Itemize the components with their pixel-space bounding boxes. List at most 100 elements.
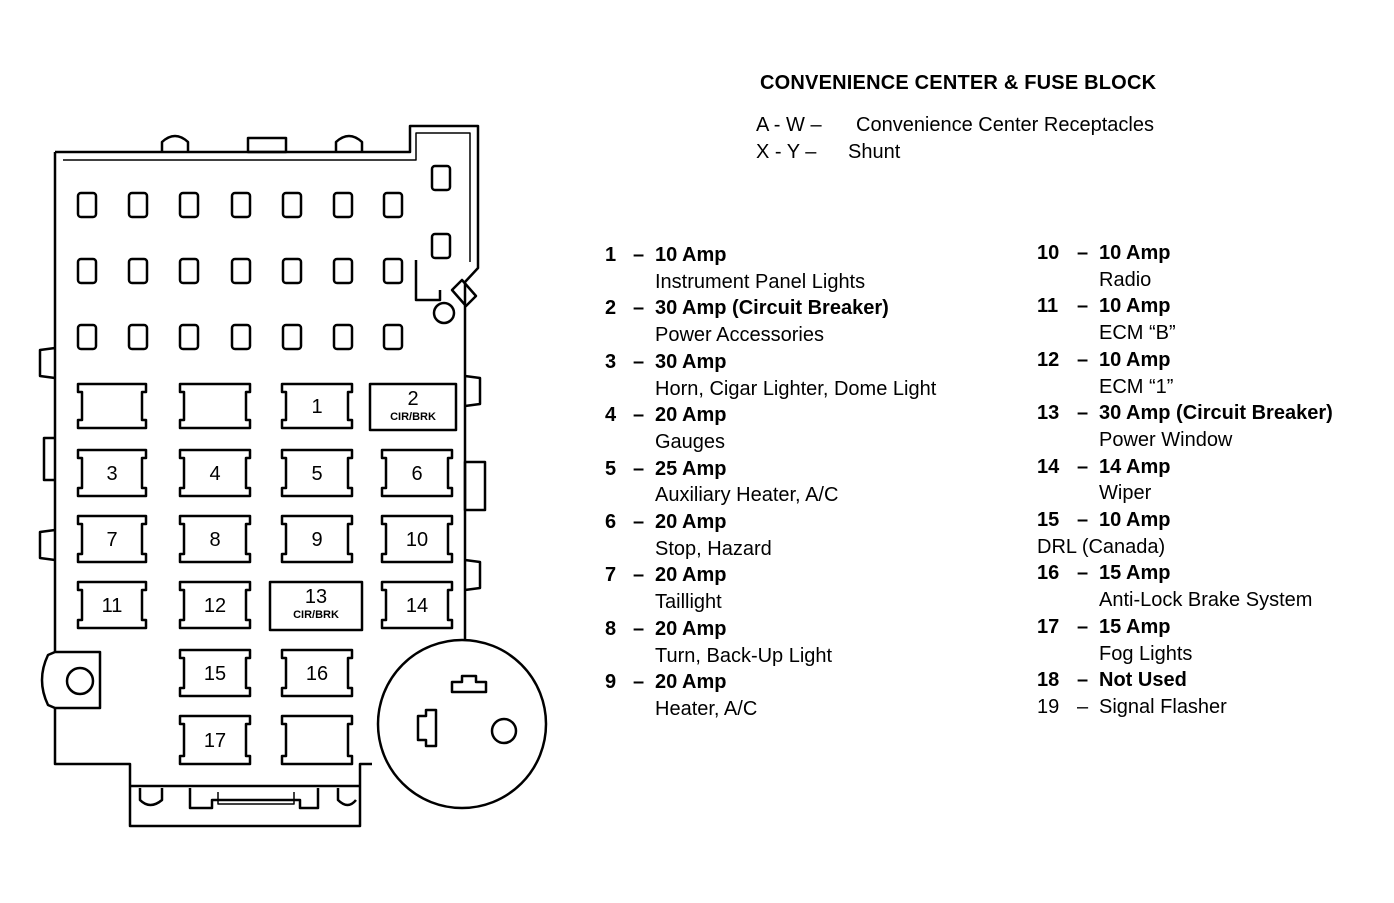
fuse-slot-7: 7 — [76, 514, 148, 564]
fuse-rating: 10 Amp — [1099, 509, 1171, 532]
fuse-slot-outline — [76, 448, 148, 498]
fuse-number: 15 — [1037, 509, 1060, 532]
fuse-number: 1 — [605, 244, 617, 266]
fuse-rating: 14 Amp — [1099, 455, 1171, 478]
fuse-circuit-description: Anti-Lock Brake System — [1099, 589, 1313, 612]
fuse-rating: 20 Amp — [655, 564, 727, 587]
legend-code: X - Y – — [756, 141, 817, 163]
fuse-slot-empty-1 — [76, 382, 148, 430]
fuse-number: 3 — [605, 350, 617, 373]
fuse-entry-heading: 12–10 Amp — [1037, 347, 1333, 374]
fuse-number: 6 — [605, 511, 617, 534]
socket-terminal-top — [450, 674, 488, 694]
receptacle-top-1 — [430, 164, 452, 192]
breaker-label: CIR/BRK — [293, 609, 339, 621]
fuse-rating: 10 Amp — [1099, 295, 1171, 318]
fuse-slot-number: 15 — [204, 663, 226, 685]
fuse-slot-number: 14 — [406, 595, 428, 617]
fuse-slot-3: 3 — [76, 448, 148, 498]
left-clip-2 — [42, 436, 55, 482]
fuse-circuit-description: Power Accessories — [655, 324, 824, 347]
fuse-circuit-description: Turn, Back-Up Light — [655, 644, 833, 667]
fuse-entry-heading: 17–15 Amp — [1037, 614, 1333, 641]
fuse-rating: 10 Amp — [1099, 348, 1171, 371]
fuse-circuit-description: Auxiliary Heater, A/C — [655, 484, 839, 507]
fuse-circuit-description: Horn, Cigar Lighter, Dome Light — [655, 377, 937, 400]
fuse-number: 11 — [1037, 295, 1059, 318]
fuse-entry-heading: 16–15 Amp — [1037, 560, 1333, 587]
fuse-slot-outline — [178, 580, 252, 630]
right-mounting-hole — [432, 301, 456, 325]
fuse-circuit-description: Gauges — [655, 430, 726, 453]
fuse-slot-number: 1 — [311, 396, 322, 418]
socket-terminal-right — [490, 717, 518, 745]
fuse-slot-outline — [380, 448, 454, 498]
fuse-slot-outline — [178, 514, 252, 564]
fuse-number: 17 — [1037, 615, 1060, 638]
bottom-connector-inner — [217, 792, 295, 805]
fuse-slot-15: 15 — [178, 648, 252, 698]
legend-text: Convenience Center Receptacles — [856, 114, 1154, 136]
fuse-slot-10: 10 — [380, 514, 454, 564]
fuse-entry-heading: 5–25 Amp — [605, 456, 936, 483]
fuse-slot-1: 1 — [280, 382, 354, 430]
fuse-slot-number: 13 — [305, 586, 327, 608]
fuse-rating: 25 Amp — [655, 457, 727, 480]
fuse-slot-4: 4 — [178, 448, 252, 498]
fuse-rating: 10 Amp — [1099, 242, 1171, 264]
fuse-slot-outline — [380, 580, 454, 630]
fuse-rating: 15 Amp — [1099, 562, 1171, 585]
fuse-circuit-description: Power Window — [1099, 428, 1233, 451]
fuse-slot-9: 9 — [280, 514, 354, 564]
fuse-entry-heading: 4–20 Amp — [605, 402, 936, 429]
fuse-slot-empty-2 — [178, 382, 252, 430]
fuse-slot-number: 17 — [204, 730, 226, 752]
fuse-entry-13: 13–30 Amp (Circuit Breaker)Power Window — [1037, 400, 1333, 453]
latch-tab — [450, 278, 478, 308]
fuse-entry-18: 18–Not Used — [1037, 667, 1333, 694]
fuse-entry-heading: 2–30 Amp (Circuit Breaker) — [605, 295, 936, 322]
fuse-rating: Signal Flasher — [1099, 695, 1227, 718]
fuse-slot-outline — [268, 580, 364, 632]
fuse-slot-6: 6 — [380, 448, 454, 498]
top-tab-left — [160, 134, 190, 152]
fuse-circuit-description: Stop, Hazard — [655, 537, 772, 560]
fuse-entry-heading: 6–20 Amp — [605, 509, 936, 536]
fuse-entry-heading: 7–20 Amp — [605, 562, 936, 589]
left-clip-3 — [38, 528, 56, 562]
fuse-number: 14 — [1037, 455, 1060, 478]
fuse-number: 8 — [605, 617, 617, 640]
fuse-entry-19: 19–Signal Flasher — [1037, 694, 1333, 721]
socket-terminal-left — [416, 708, 438, 748]
fuse-slot-outline — [178, 648, 252, 698]
fuse-number: 9 — [605, 671, 617, 694]
fuse-number: 2 — [605, 297, 617, 320]
fuse-slot-outline — [76, 514, 148, 564]
fuse-slot-number: 5 — [311, 463, 322, 485]
right-clip-1 — [464, 374, 482, 408]
fuse-slot-14: 14 — [380, 580, 454, 630]
fuse-number: 4 — [605, 404, 617, 427]
left-mounting-ear — [40, 650, 102, 710]
fuse-entry-heading: 9–20 Amp — [605, 669, 936, 696]
fuse-rating: Not Used — [1099, 669, 1187, 692]
fuse-slot-outline — [280, 514, 354, 564]
fuse-slot-8: 8 — [178, 514, 252, 564]
fuse-slot-outline — [178, 714, 252, 766]
right-clip-3 — [464, 558, 482, 592]
fuse-entry-heading: 19–Signal Flasher — [1037, 694, 1333, 721]
fuse-slot-number: 8 — [209, 529, 220, 551]
fuse-slot-number: 3 — [106, 463, 117, 485]
fuse-slot-number: 12 — [204, 595, 226, 617]
fuse-number: 13 — [1037, 402, 1060, 425]
